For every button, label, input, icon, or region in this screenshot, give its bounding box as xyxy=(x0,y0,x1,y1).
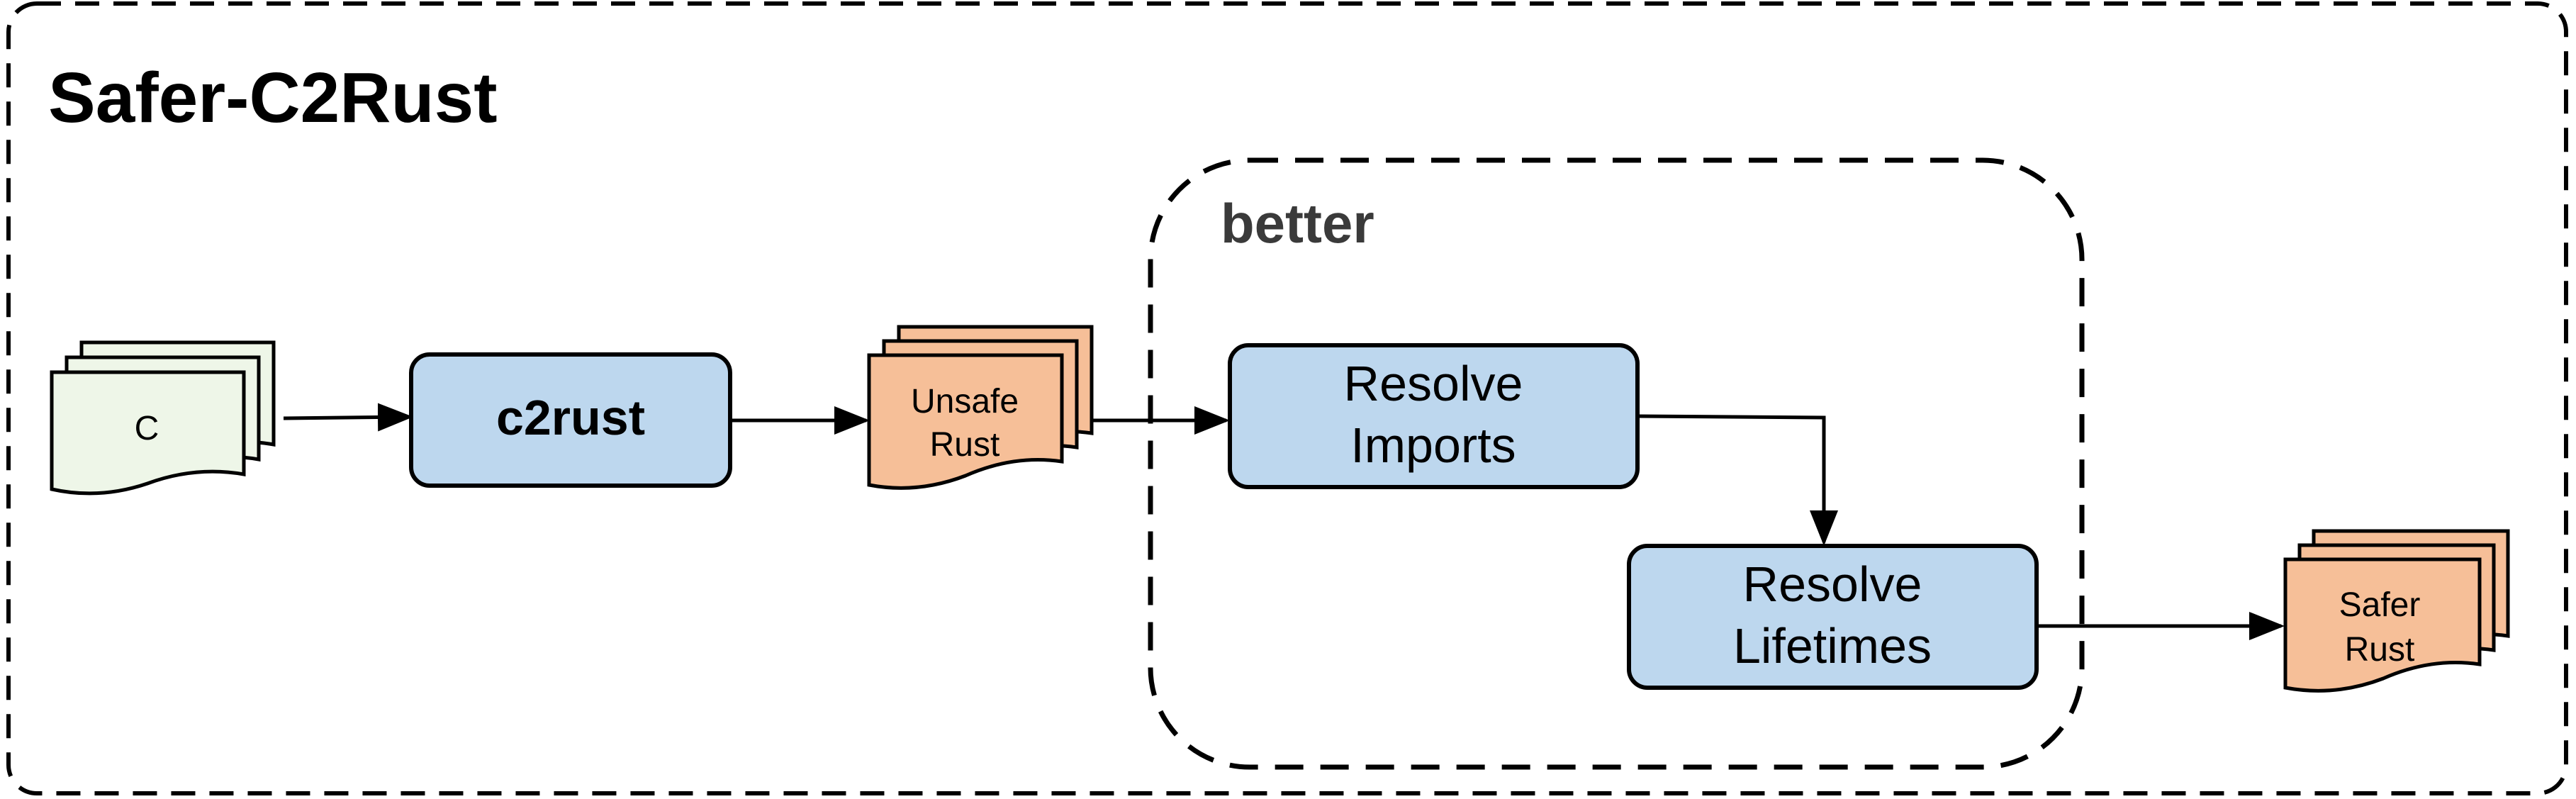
better-group-label: better xyxy=(1221,192,1374,255)
arrow-c-to-c2rust xyxy=(283,403,413,432)
unsafe-rust-files-stack: Unsafe Rust xyxy=(867,325,1094,490)
unsafe-file-front xyxy=(867,353,1064,490)
unsafe-file-label-line2: Rust xyxy=(930,426,1000,464)
resolve-lifetimes-label-line2: Lifetimes xyxy=(1733,618,1932,674)
safer-file-label-line2: Rust xyxy=(2345,631,2415,669)
safer-file-front xyxy=(2283,557,2482,693)
diagram-title: Safer-C2Rust xyxy=(48,58,498,138)
c2rust-step: c2rust xyxy=(409,352,732,488)
better-group-frame xyxy=(1148,157,2085,770)
resolve-imports-label-line2: Imports xyxy=(1350,418,1516,473)
c-file-front xyxy=(50,370,246,496)
resolve-lifetimes-box xyxy=(1627,544,2039,690)
c-files-stack: C xyxy=(50,340,276,496)
resolve-imports-label-line1: Resolve xyxy=(1344,356,1523,411)
c-file-label: C xyxy=(135,410,159,447)
safer-rust-files-stack: Safer Rust xyxy=(2283,529,2510,693)
arrow-imports-to-lifetimes xyxy=(1637,414,1838,546)
resolve-lifetimes-step: Resolve Lifetimes xyxy=(1627,544,2039,690)
outer-frame xyxy=(6,1,2568,795)
safer-file-label-line1: Safer xyxy=(2339,586,2421,624)
resolve-lifetimes-label-line1: Resolve xyxy=(1743,557,1922,612)
resolve-imports-step: Resolve Imports xyxy=(1228,343,1640,489)
c2rust-label: c2rust xyxy=(496,390,645,445)
unsafe-file-label-line1: Unsafe xyxy=(911,383,1019,420)
